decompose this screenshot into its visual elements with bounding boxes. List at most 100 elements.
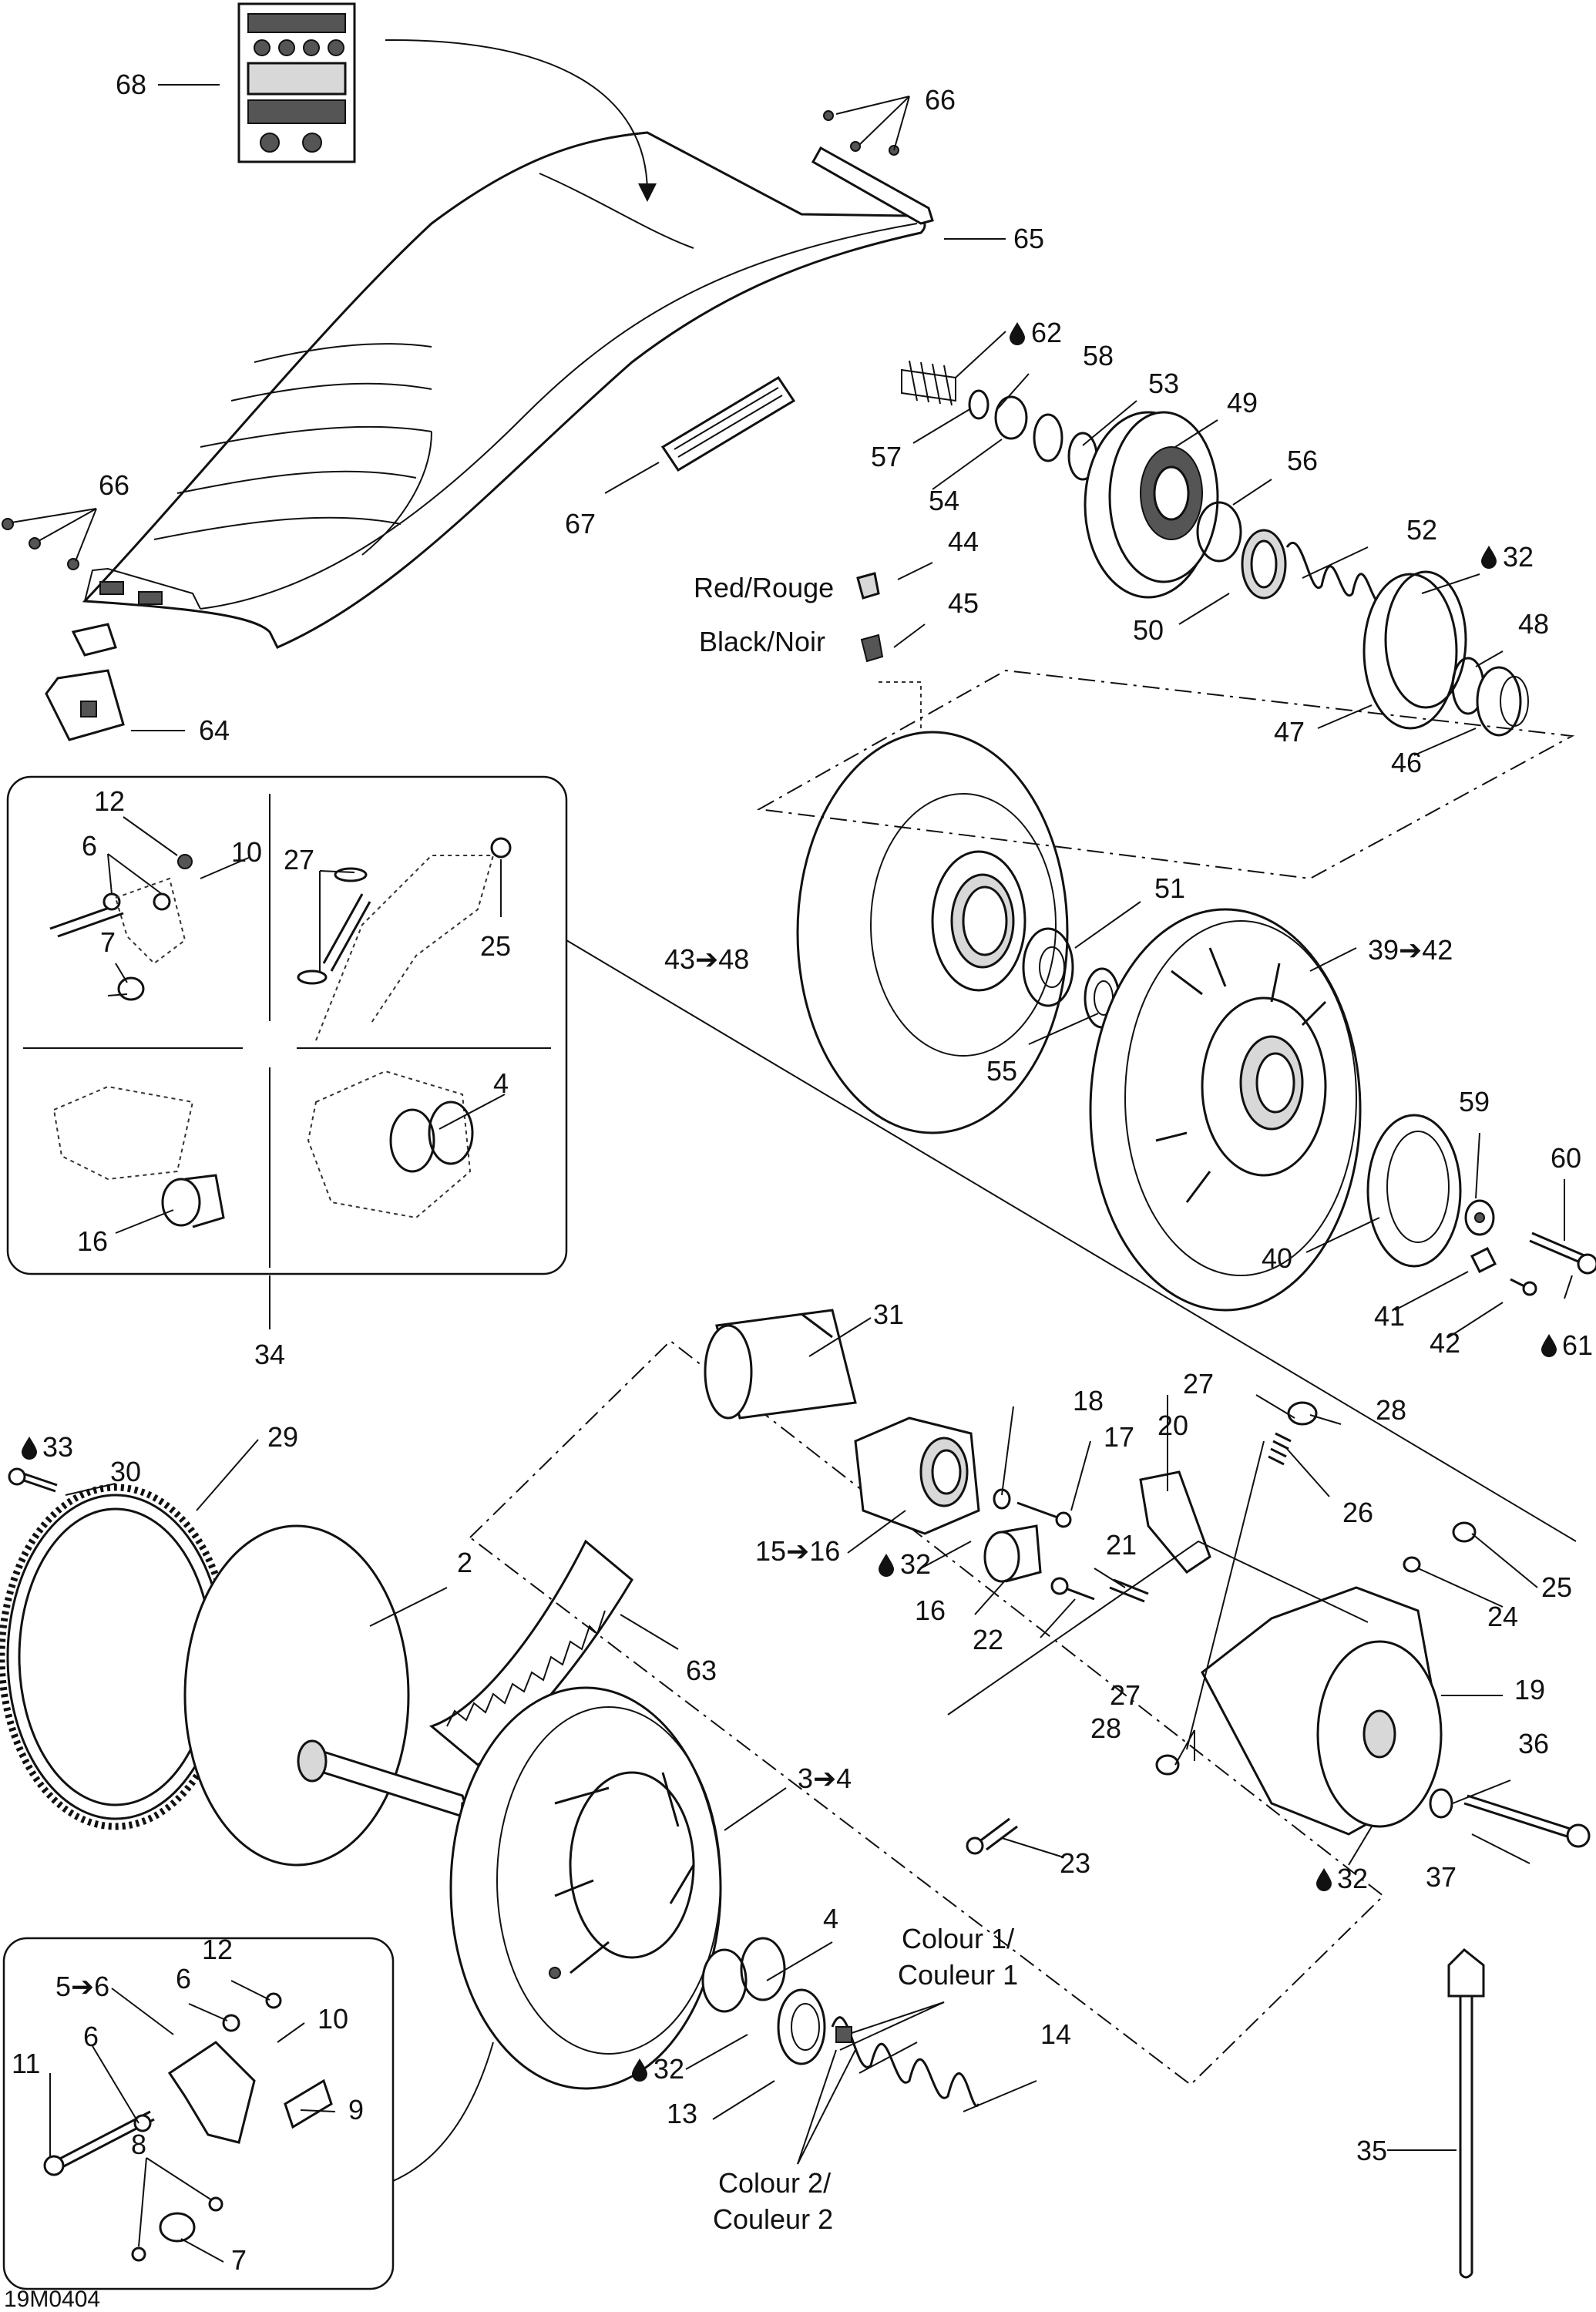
callout-64: 64 bbox=[199, 714, 230, 746]
screw-30 bbox=[8, 1467, 58, 1493]
callout-40: 40 bbox=[1262, 1242, 1292, 1274]
note-red-rouge: Red/Rouge bbox=[694, 572, 834, 603]
callout-52: 52 bbox=[1406, 514, 1437, 546]
callout-25: 25 bbox=[1541, 1571, 1572, 1603]
callout-23: 23 bbox=[1060, 1847, 1090, 1879]
callout-32: 32 bbox=[1503, 541, 1534, 573]
screw-60 bbox=[1529, 1232, 1596, 1275]
puller-35 bbox=[1447, 1947, 1485, 2279]
callout-32: 32 bbox=[900, 1548, 931, 1580]
callout-45: 45 bbox=[948, 587, 979, 619]
oil-drop-icon bbox=[1541, 1334, 1557, 1357]
bushing-46 bbox=[1476, 666, 1529, 737]
sliding-sheave-3 bbox=[449, 1686, 722, 2090]
callout-6: 6 bbox=[83, 2021, 99, 2052]
callout-58: 58 bbox=[1083, 340, 1114, 371]
callout-61: 61 bbox=[1562, 1329, 1593, 1361]
callout-7: 7 bbox=[231, 2244, 247, 2276]
pin-22 bbox=[1050, 1577, 1095, 1601]
callout-37: 37 bbox=[1426, 1861, 1457, 1893]
seat-13 bbox=[777, 1988, 826, 2065]
callout-27: 27 bbox=[1183, 1368, 1214, 1400]
callout-27: 27 bbox=[1110, 1679, 1141, 1711]
callout-11: 11 bbox=[12, 2048, 40, 2079]
callout-66: 66 bbox=[99, 469, 129, 501]
note-couleur-1: Couleur 1 bbox=[898, 1959, 1018, 1991]
callout-28: 28 bbox=[1376, 1394, 1406, 1426]
washers-57-58-54 bbox=[968, 389, 1098, 481]
callout-5-6: 5➔6 bbox=[55, 1971, 109, 2002]
note-couleur-2: Couleur 2 bbox=[713, 2203, 833, 2235]
shoe-45-black bbox=[860, 633, 884, 663]
callout-3-4: 3➔4 bbox=[798, 1763, 852, 1794]
callout-22: 22 bbox=[973, 1624, 1003, 1655]
callout-20: 20 bbox=[1158, 1410, 1188, 1441]
cap-28 bbox=[1287, 1401, 1318, 1426]
callout-46: 46 bbox=[1391, 747, 1422, 778]
callout-51: 51 bbox=[1154, 872, 1185, 904]
callout-44: 44 bbox=[948, 526, 979, 557]
callout-29: 29 bbox=[267, 1421, 298, 1453]
callout-41: 41 bbox=[1374, 1300, 1405, 1332]
inset-lever-assembly bbox=[49, 854, 193, 1001]
bushing-16 bbox=[983, 1524, 1042, 1583]
callout-66: 66 bbox=[925, 84, 956, 116]
callout-10: 10 bbox=[318, 2003, 348, 2035]
callout-65: 65 bbox=[1013, 223, 1044, 254]
callout-18: 18 bbox=[1073, 1385, 1104, 1416]
callout-57: 57 bbox=[871, 441, 902, 472]
callout-6: 6 bbox=[176, 1963, 191, 1994]
callout-25: 25 bbox=[480, 930, 511, 962]
oil-drop-icon bbox=[22, 1437, 37, 1460]
callout-16: 16 bbox=[77, 1225, 108, 1257]
fixed-sheave-2 bbox=[183, 1524, 495, 1867]
callout-10: 10 bbox=[231, 836, 262, 868]
inset-arm-assembly bbox=[297, 837, 512, 1041]
callout-50: 50 bbox=[1133, 614, 1164, 646]
callout-17: 17 bbox=[1104, 1421, 1134, 1453]
callout-49: 49 bbox=[1227, 387, 1258, 418]
retainer-40 bbox=[1366, 1114, 1462, 1268]
oil-drop-icon bbox=[879, 1554, 894, 1577]
callout-4: 4 bbox=[823, 1903, 838, 1934]
callout-7: 7 bbox=[100, 926, 116, 958]
oil-drop-icon bbox=[1481, 546, 1497, 569]
callout-26: 26 bbox=[1342, 1497, 1373, 1528]
callout-9: 9 bbox=[348, 2094, 364, 2125]
callout-35: 35 bbox=[1356, 2135, 1387, 2166]
oil-drop-icon bbox=[1010, 322, 1025, 345]
callout-labels: 68 66 65 66 67 64 62 58 53 49 57 54 56 5… bbox=[12, 69, 1593, 2276]
callout-30: 30 bbox=[110, 1456, 141, 1487]
callout-68: 68 bbox=[116, 69, 146, 100]
callout-55: 55 bbox=[986, 1055, 1017, 1087]
leader-lines bbox=[11, 84, 1573, 2263]
spring-26 bbox=[1268, 1432, 1292, 1466]
lever-20 bbox=[1139, 1470, 1211, 1574]
callout-15-16: 15➔16 bbox=[755, 1535, 840, 1567]
callout-47: 47 bbox=[1274, 716, 1305, 748]
nut-41 bbox=[1470, 1246, 1497, 1274]
spring-14 bbox=[831, 2016, 980, 2107]
warning-decal-68 bbox=[237, 2, 356, 163]
driven-pulley-fixed-half-43 bbox=[796, 731, 1069, 1134]
label-decal-67 bbox=[660, 375, 796, 472]
callout-31: 31 bbox=[873, 1299, 904, 1330]
callout-60: 60 bbox=[1551, 1142, 1581, 1174]
callout-6: 6 bbox=[82, 830, 97, 862]
callout-28: 28 bbox=[1090, 1712, 1121, 1744]
callout-32: 32 bbox=[1337, 1863, 1368, 1894]
spring-62 bbox=[901, 360, 956, 406]
callout-54: 54 bbox=[929, 485, 959, 516]
shoe-44-red bbox=[856, 572, 880, 600]
notes: Red/Rouge Black/Noir Colour 1/ Couleur 1… bbox=[4, 572, 1018, 2312]
callout-14: 14 bbox=[1040, 2018, 1071, 2050]
callout-4: 4 bbox=[493, 1067, 509, 1099]
detail-inset-34 bbox=[6, 775, 568, 1275]
bushing-50 bbox=[1241, 529, 1287, 600]
callout-56: 56 bbox=[1287, 445, 1318, 476]
screw-23 bbox=[966, 1817, 1018, 1855]
cover-47 bbox=[1362, 570, 1467, 730]
callout-62: 62 bbox=[1031, 317, 1062, 348]
callout-13: 13 bbox=[667, 2098, 697, 2129]
